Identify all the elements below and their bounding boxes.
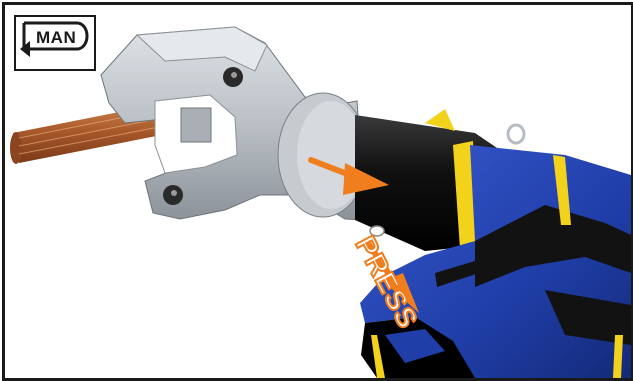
manual-mode-label: MAN: [36, 28, 76, 48]
manual-mode-badge: MAN: [14, 15, 96, 71]
crimping-tool-illustration: [5, 5, 631, 378]
